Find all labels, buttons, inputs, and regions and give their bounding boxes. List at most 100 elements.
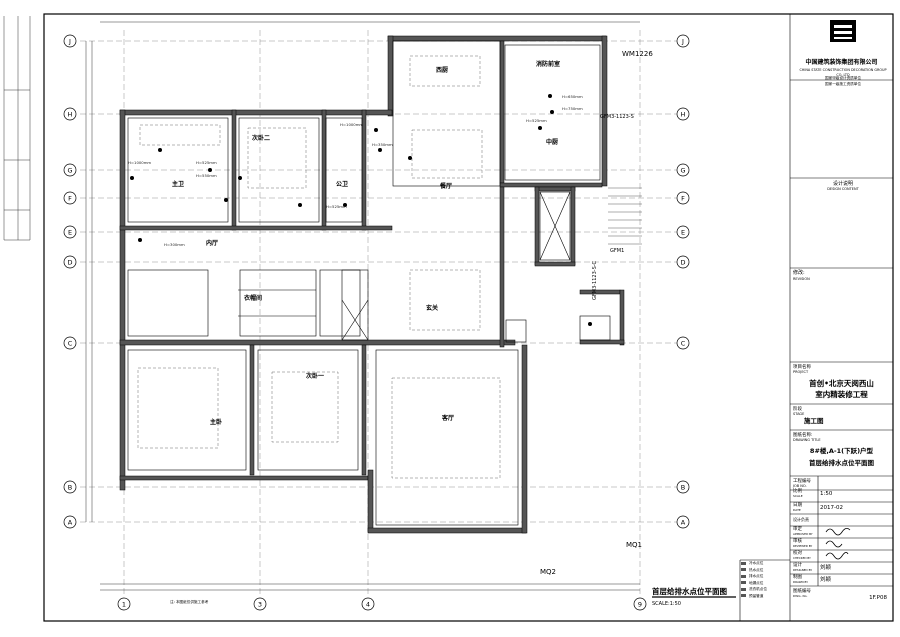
project-name-1: 首创•北京天阅西山 [809,379,874,388]
room-label-fire-room: 消防前室 [536,60,560,68]
design-lead-label: 设计负责 [793,517,809,522]
drawn-label-en: DRAWN BY [793,580,808,584]
title-block: 中国建筑装饰集团有限公司 CHINA STATE CONSTRUCTION DE… [790,14,893,621]
axis-label-row: D [680,259,685,267]
title-block-frame [739,14,893,621]
designer-label-en: DESIGNED BY [793,568,813,572]
axis-label-row: J [681,38,684,46]
room-label-cloakroom: 衣帽间 [244,294,262,302]
axis-label-row: F [681,195,685,203]
height-note: H=350mm [372,142,393,147]
axis-label-row: C [68,340,73,348]
axis-label-row: H [68,111,73,119]
designer-label: 设计 [793,563,802,568]
project-label-en: PROJECT [793,370,809,374]
reviewed-label-en: REVIEWED BY [793,544,813,548]
tag-wm: WM1226 [622,50,653,58]
project-label: 项目名称 [793,365,811,370]
dwg-no-value: 1F.P08 [869,595,887,601]
room-label-dining: 餐厅 [439,182,452,190]
room-label-master-bath: 主卫 [172,180,184,188]
axis-label-row: A [68,519,73,527]
height-note: H=525mm [196,160,217,165]
plan-title: 首层给排水点位平面图 [652,586,727,596]
revision-label-en: REVISION [793,277,810,281]
project-name-2: 室内精装修工程 [815,390,868,399]
tag-gfm-c: GFM1 [610,248,624,254]
axis-label-row: H [681,111,686,119]
legend-item: 洗衣机点位 [740,586,788,593]
plumbing-points [130,94,592,326]
legend-item: 排水点位 [740,573,788,580]
scale-value: 1:50 [820,491,833,497]
legend-item: 冷水点位 [740,560,788,567]
date-value: 2017-02 [820,505,843,511]
design-note-heading: 设计说明 [832,181,853,187]
height-note: H=750mm [562,106,583,111]
room-label-chinese-kitchen: 中厨 [546,138,558,146]
axis-label-row: D [67,259,72,267]
job-label: 工程编号 [793,479,811,484]
height-note: H=1000mm [340,122,363,127]
drawing-title-1: 8#楼,A-1(下跃)户型 [809,447,874,455]
plan-scale: SCALE:1:50 [652,601,681,607]
room-label-public-bath: 公卫 [336,181,348,188]
room-label-foyer: 玄关 [426,304,438,312]
room-label-living: 客厅 [441,414,454,422]
company-logo [830,20,856,42]
axis-label-row: A [681,519,686,527]
dimension-lines [85,21,640,591]
axis-label-row: E [68,229,72,237]
legend-item: 预留管道 [740,593,788,600]
room-label-inner-hall: 内厅 [206,239,218,247]
date-label: 日期 [793,503,802,508]
legend-item: 热水点位 [740,567,788,574]
partitions [127,40,611,526]
checked-label: 校对 [793,551,802,556]
legend-item: 地漏点位 [740,580,788,587]
height-note: H=300mm [164,242,185,247]
tag-mq1: MQ1 [626,541,642,549]
axis-label-row: C [681,340,686,348]
tag-mq2: MQ2 [540,568,556,576]
axis-label-row: G [680,167,685,175]
dwg-no-label: 图纸编号 [793,589,811,594]
scale-label: 比例 [793,489,802,494]
height-note: H=525mm [526,118,547,123]
height-note: H=650mm [562,94,583,99]
height-note: H=1000mm [128,160,151,165]
stairs [608,187,642,245]
reviewed-label: 审核 [793,539,802,544]
date-label-en: DATE [793,508,801,512]
stage-label-en: STAGE [793,412,805,416]
plan-note: 注: 本图纸仅供施工参考 [170,599,209,604]
room-label-second-bed-1: 次卧一 [306,372,324,380]
room-label-west-kitchen: 西厨 [436,66,448,74]
axis-label-col: 9 [638,601,642,609]
furniture [137,55,501,479]
checked-label-en: CHECKED BY [793,556,811,560]
room-label-master-bed: 主卧 [210,418,222,426]
legend: 冷水点位 热水点位 排水点位 地漏点位 洗衣机点位 预留管道 [740,560,788,599]
axis-label-row: J [68,38,71,46]
axis-label-col: 3 [258,601,262,609]
axis-label-row: B [68,484,72,492]
axis-label-row: B [681,484,685,492]
axis-label-row: G [67,167,72,175]
tag-gfm-a: GFM3-1123-S [600,114,634,120]
company-name-en: CHINA STATE CONSTRUCTION DECORATION GROU… [799,68,887,77]
room-label-second-bed-2: 次卧二 [252,134,270,142]
drawing-title-label-en: DRAWING TITLE [793,438,821,442]
approved-label-en: APPROVED BY [793,532,813,536]
designer-signature: 刘颖 [820,565,832,571]
height-note: H=550mm [196,173,217,178]
axis-label-row: E [681,229,685,237]
company-name: 中国建筑装饰集团有限公司 [805,59,878,66]
axis-label-row: F [68,195,72,203]
drawn-label: 制图 [793,575,802,580]
qualification-1: 国家甲级设计资质单位 [825,76,861,80]
qualification-2: 国家一级施工资质单位 [825,82,861,86]
drawing-title-2: 首层给排水点位平面图 [809,459,874,467]
drawn-signature: 刘颖 [820,577,832,583]
